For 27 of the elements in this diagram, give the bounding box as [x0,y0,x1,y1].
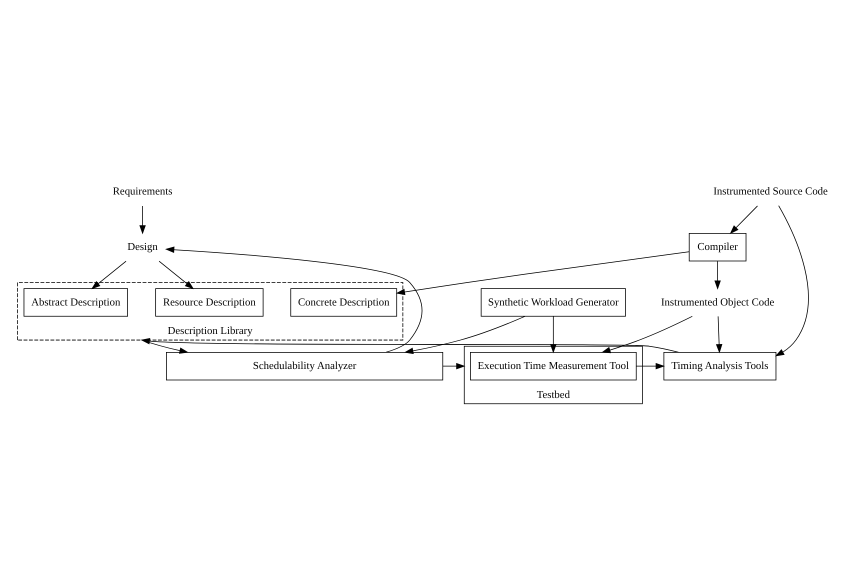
arrow [139,206,146,234]
arrow [404,316,526,354]
arrow [714,260,721,290]
node-box: Schedulability Analyzer [166,352,444,380]
arrow [158,260,194,290]
arrow [636,362,665,370]
arrow [165,246,422,353]
arrow [730,206,758,234]
arrow [140,338,679,353]
arrow [716,316,722,354]
node-text: Instrumented Object Code [660,296,774,308]
arrow [550,316,557,354]
node-box: Concrete Description [290,288,398,317]
node-box: Abstract Description [24,288,128,317]
node-box: Synthetic Workload Generator [480,288,626,317]
arrow [601,316,693,354]
arrow [91,260,126,290]
node-box: Compiler [688,232,746,262]
node-text: Instrumented Source Code [713,186,828,198]
arrow [442,362,466,370]
node-box: Execution Time Measurement Tool [470,352,637,380]
node-box: Timing Analysis Tools [664,352,776,380]
node-text: Requirements [112,186,172,198]
arrow [396,251,690,296]
node-box: Resource Description [155,288,264,317]
node-text: Design [127,241,158,254]
arrow [775,205,809,356]
